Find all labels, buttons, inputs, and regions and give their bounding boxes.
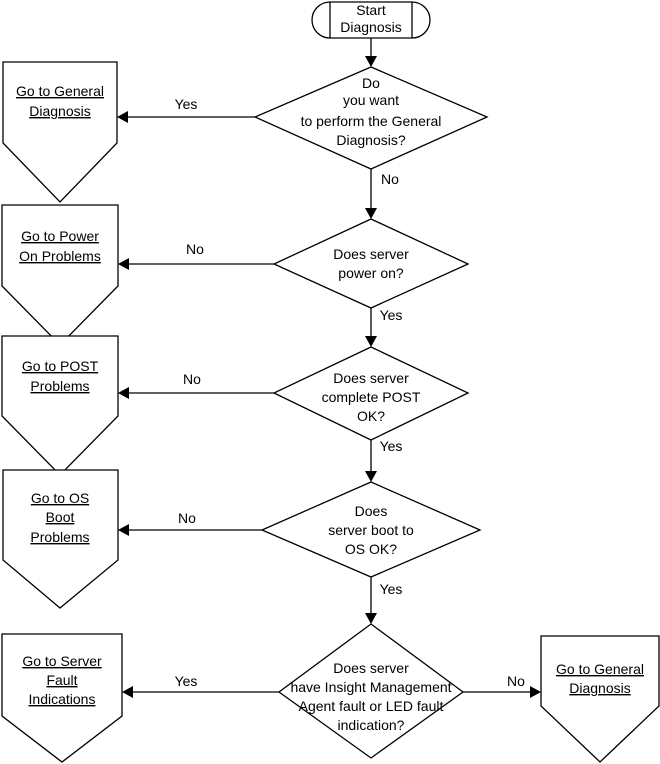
connector-power-yes: Yes (365, 307, 402, 347)
connector-post-yes: Yes (365, 438, 402, 482)
edge-label-post-yes: Yes (380, 438, 403, 454)
offpage-general-top-line1[interactable]: Go to General (16, 83, 104, 99)
connector-power-no: No (118, 241, 274, 270)
offpage-general-diagnosis-bottom[interactable]: Go to General Diagnosis (540, 635, 660, 763)
connector-boot-no: No (118, 510, 262, 536)
offpage-power-on-problems[interactable]: Go to Power On Problems (1, 204, 119, 346)
decision-post-line1: Does server (333, 370, 409, 386)
decision-post: Does server complete POST OK? (272, 346, 470, 441)
decision-os-boot: Does server boot to OS OK? (260, 481, 482, 578)
offpage-power-line1[interactable]: Go to Power (21, 228, 99, 244)
decision-boot-line2: server boot to (328, 522, 414, 538)
start-label-line1: Start (356, 2, 386, 18)
edge-label-general-no: No (381, 171, 399, 187)
decision-boot-line3: OS OK? (345, 541, 397, 557)
decision-fault-line4: indication? (338, 717, 405, 733)
connector-fault-no: No (463, 673, 541, 698)
decision-power-line1: Does server (333, 246, 409, 262)
connector-post-no: No (118, 371, 274, 399)
edge-label-fault-no: No (507, 673, 525, 689)
offpage-os-boot-problems[interactable]: Go to OS Boot Problems (2, 469, 119, 609)
edge-label-boot-yes: Yes (380, 581, 403, 597)
edge-label-general-yes: Yes (175, 96, 198, 112)
start-label-line2: Diagnosis (340, 19, 401, 35)
connector-boot-yes: Yes (365, 577, 402, 624)
offpage-fault-line3[interactable]: Indications (29, 691, 96, 707)
decision-general-line2: you want (343, 92, 399, 108)
decision-general-diagnosis: Do you want to perform the General Diagn… (253, 66, 489, 170)
decision-post-line2: complete POST (322, 389, 421, 405)
offpage-boot-line3[interactable]: Problems (30, 529, 89, 545)
offpage-post-line2[interactable]: Problems (30, 378, 89, 394)
start-terminator: Start Diagnosis (311, 1, 431, 39)
offpage-general-bottom-line1[interactable]: Go to General (556, 661, 644, 677)
connector-fault-yes: Yes (122, 673, 279, 698)
decision-general-line4: Diagnosis? (336, 132, 405, 148)
connector-general-yes: Yes (117, 96, 255, 123)
offpage-post-line1[interactable]: Go to POST (22, 358, 99, 374)
decision-general-line1: Do (362, 75, 380, 91)
offpage-server-fault-indications[interactable]: Go to Server Fault Indications (1, 633, 123, 763)
decision-power-on: Does server power on? (272, 218, 470, 309)
decision-post-line3: OK? (357, 408, 385, 424)
decision-fault-line3: Agent fault or LED fault (299, 698, 444, 714)
offpage-power-line2[interactable]: On Problems (19, 248, 101, 264)
edge-label-power-yes: Yes (380, 307, 403, 323)
decision-fault-indication: Does server have Insight Management Agen… (277, 623, 465, 759)
edge-label-fault-yes: Yes (175, 673, 198, 689)
edge-label-power-no: No (186, 241, 204, 257)
decision-boot-line1: Does (355, 503, 388, 519)
decision-fault-line2: have Insight Management (290, 679, 451, 695)
connector-general-no: No (365, 169, 399, 219)
decision-general-line3: to perform the General (301, 113, 442, 129)
offpage-general-diagnosis-top[interactable]: Go to General Diagnosis (2, 61, 118, 203)
offpage-fault-line2[interactable]: Fault (46, 672, 77, 688)
offpage-fault-line1[interactable]: Go to Server (22, 653, 102, 669)
offpage-boot-line1[interactable]: Go to OS (31, 490, 89, 506)
decision-fault-line1: Does server (333, 660, 409, 676)
connector-start-to-general (365, 38, 377, 67)
edge-label-post-no: No (183, 371, 201, 387)
offpage-post-problems[interactable]: Go to POST Problems (1, 335, 119, 476)
offpage-boot-line2[interactable]: Boot (46, 509, 75, 525)
edge-label-boot-no: No (178, 510, 196, 526)
offpage-general-bottom-line2[interactable]: Diagnosis (569, 680, 630, 696)
decision-power-line2: power on? (338, 265, 404, 281)
offpage-general-top-line2[interactable]: Diagnosis (29, 103, 90, 119)
